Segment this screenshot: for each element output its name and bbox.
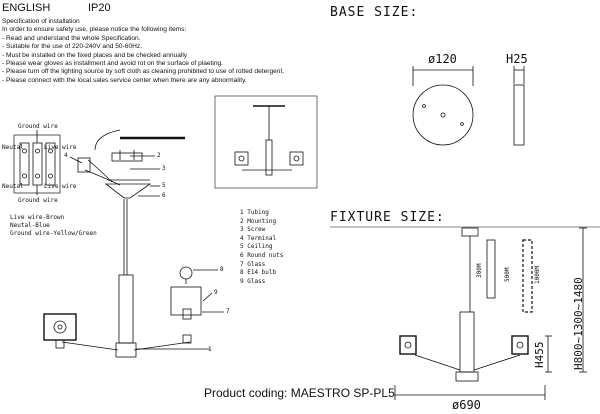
parts-list-item: 2 Mounting	[240, 217, 277, 225]
callout-7: 7	[226, 308, 230, 315]
spec-line: - Please wear gloves as installment and …	[2, 60, 224, 68]
spec-line: - Suitable for the use of 220-240V and 5…	[2, 43, 143, 51]
callout-1: 1	[208, 346, 212, 353]
left-bulb-icon	[53, 320, 67, 334]
neutral-bottom-label: Neutal	[2, 183, 24, 190]
parts-list-item: 9 Glass	[240, 277, 266, 285]
base-diameter-label: ø120	[428, 52, 457, 66]
parts-list-item: 1 Tubing	[240, 209, 269, 216]
parts-list-item: 3 Screw	[240, 226, 266, 234]
wire-color-legend: Live wire-Brown Neutal-Blue Ground wire-…	[10, 214, 97, 238]
ip-rating: IP20	[88, 2, 111, 14]
parts-list: 1 Tubing 2 Mounting 3 Screw 4 Terminal 5…	[240, 209, 283, 286]
callout-9: 9	[214, 289, 218, 296]
fixture-tube	[459, 311, 475, 373]
base-side-view	[513, 84, 525, 146]
fixture-body-height-label: H455	[533, 341, 546, 369]
parts-list-item: 8 E14 bulb	[240, 269, 277, 277]
left-shade	[43, 313, 77, 341]
spec-title: Specification of installation	[2, 18, 80, 25]
spec-block: Specification of installation In order t…	[2, 18, 284, 85]
rod-length-label: 500M	[504, 267, 511, 282]
parts-list-item: 4 Terminal	[240, 234, 277, 242]
fixture-size-title: FIXTURE SIZE:	[330, 210, 445, 225]
callout-4: 4	[64, 152, 68, 159]
parts-list-item: 7 Glass	[240, 260, 266, 268]
callout-6: 6	[162, 192, 166, 199]
callout-3: 3	[162, 165, 166, 172]
product-coding: Product coding: MAESTRO SP-PL5	[204, 386, 395, 400]
language-label: ENGLISH	[2, 2, 51, 14]
legend-line: Ground wire-Yellow/Green	[10, 230, 97, 237]
parts-list-item: 6 Round nuts	[240, 251, 284, 259]
live-wire-bottom-label: Live wire	[44, 183, 77, 190]
spec-line: - Read and understand the whole Specific…	[2, 34, 141, 42]
callout-2: 2	[157, 152, 161, 159]
base-center-hole	[440, 112, 446, 118]
legend-line: Live wire-Brown	[10, 214, 65, 221]
rod-length-label: 1000M	[534, 265, 541, 284]
ground-wire-top-label: Ground wire	[18, 123, 58, 130]
base-plan-circle	[412, 84, 474, 146]
base-height-label: H25	[506, 52, 528, 66]
callout-8: 8	[220, 266, 224, 273]
main-tube	[118, 274, 134, 344]
fixture-width-label: ø690	[452, 398, 481, 412]
neutral-top-label: Neutal	[2, 144, 24, 151]
ground-wire-bottom-label: Ground wire	[18, 197, 58, 204]
preview-frame	[214, 95, 318, 189]
fixture-overall-height-label: H800~1300~1480	[572, 277, 585, 370]
legend-line: Neutal-Blue	[10, 222, 50, 229]
parts-list-item: 5 Ceiling	[240, 243, 273, 251]
live-wire-top-label: Live wire	[44, 144, 77, 151]
bulb-icon	[179, 266, 193, 280]
spec-line: - Must be installed on the fixed places …	[2, 51, 188, 59]
base-size-title: BASE SIZE:	[330, 5, 419, 20]
spec-line: - Please connect with the local sales se…	[2, 76, 247, 84]
right-shade	[170, 286, 202, 316]
callout-5: 5	[162, 182, 166, 189]
rod-length-label: 300M	[476, 263, 483, 278]
spec-line: - Please turn off the lighting source by…	[2, 68, 285, 76]
spec-line: In order to ensure safety use, please no…	[2, 26, 187, 34]
fixture-canopy	[461, 227, 479, 237]
